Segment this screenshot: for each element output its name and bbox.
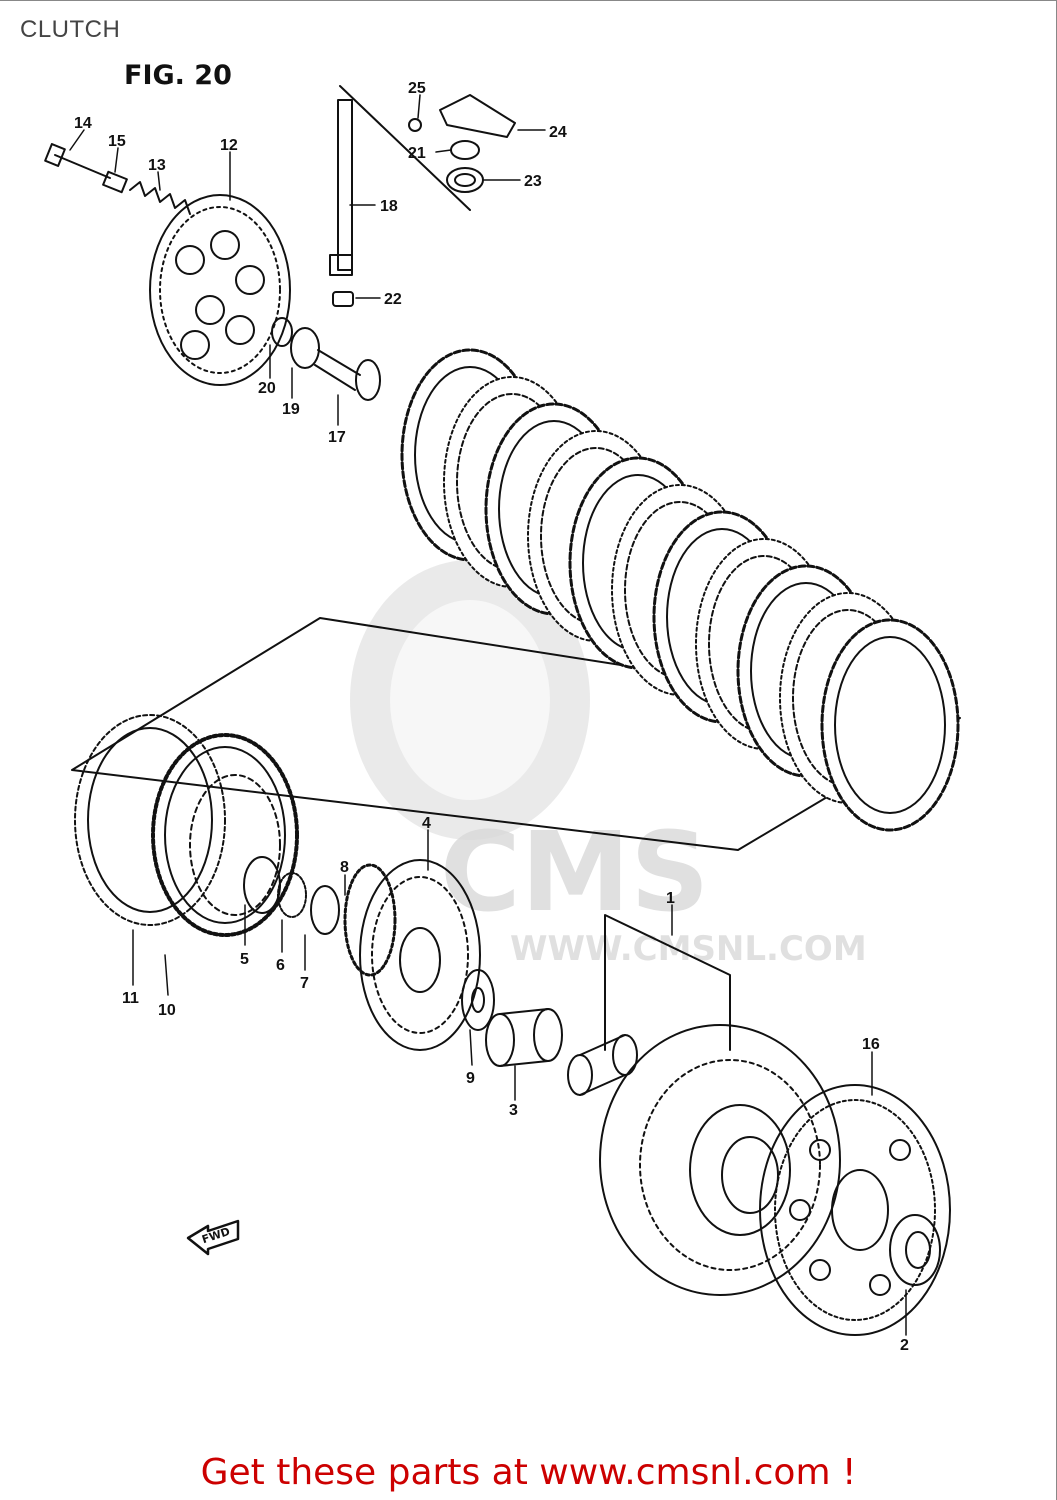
clutch-plate-stack bbox=[400, 348, 960, 832]
page-title: CLUTCH bbox=[20, 16, 121, 43]
callout-15: 15 bbox=[108, 133, 126, 150]
watermark-site: WWW.CMSNL.COM bbox=[510, 929, 867, 969]
callout-11: 11 bbox=[122, 990, 139, 1007]
callout-9: 9 bbox=[466, 1070, 475, 1087]
nut-washer-set bbox=[243, 856, 340, 935]
fwd-arrow: FWD bbox=[186, 1219, 240, 1256]
callout-17: 17 bbox=[328, 429, 346, 446]
clutch-plate-outer bbox=[820, 618, 960, 832]
release-lever-set bbox=[339, 85, 516, 211]
callout-1: 1 bbox=[666, 890, 675, 907]
callout-20: 20 bbox=[258, 380, 276, 397]
callout-16: 16 bbox=[862, 1036, 880, 1053]
callout-25: 25 bbox=[408, 80, 426, 97]
watermark-brand: CMS bbox=[440, 808, 709, 936]
callout-6: 6 bbox=[276, 957, 285, 974]
pushpiece-bearing-washer bbox=[271, 317, 381, 401]
callout-12: 12 bbox=[220, 137, 238, 154]
leader-lines bbox=[69, 94, 907, 1336]
callout-18: 18 bbox=[380, 198, 398, 215]
washer-9-bearing-3 bbox=[461, 969, 563, 1067]
starter-gear-16 bbox=[759, 1084, 951, 1336]
callout-7: 7 bbox=[300, 975, 309, 992]
watermark-logo: CMS WWW.CMSNL.COM bbox=[350, 560, 867, 969]
callout-21: 21 bbox=[408, 145, 426, 162]
figure-label: FIG. 20 bbox=[124, 60, 232, 91]
footer-parts-link[interactable]: Get these parts at www.cmsnl.com ! bbox=[200, 1452, 857, 1493]
callout-3: 3 bbox=[509, 1102, 518, 1119]
clutch-plate-inner bbox=[834, 636, 946, 814]
callout-8: 8 bbox=[340, 859, 349, 876]
bolt-spring-set bbox=[44, 143, 191, 215]
callout-22: 22 bbox=[384, 291, 402, 308]
pressure-plate-12 bbox=[149, 194, 291, 386]
part-number-callouts: 1 2 3 4 5 6 7 8 9 10 11 12 13 14 15 16 1… bbox=[74, 80, 909, 1354]
callout-14: 14 bbox=[74, 115, 92, 132]
callout-4: 4 bbox=[422, 815, 431, 832]
spacer-bush bbox=[567, 914, 731, 1096]
callout-5: 5 bbox=[240, 951, 249, 968]
callout-13: 13 bbox=[148, 157, 166, 174]
sleeve-hub-4 bbox=[343, 859, 481, 1051]
exploded-clutch-diagram: CMS WWW.CMSNL.COM bbox=[44, 80, 961, 1354]
callout-19: 19 bbox=[282, 401, 300, 418]
callout-24: 24 bbox=[549, 124, 567, 141]
callout-23: 23 bbox=[524, 173, 542, 190]
plate-stack-bracket bbox=[71, 617, 961, 851]
callout-10: 10 bbox=[158, 1002, 176, 1019]
primary-driven-gear-1 bbox=[599, 1024, 841, 1296]
push-rod-18 bbox=[329, 99, 354, 307]
frame-top-border bbox=[0, 0, 1057, 1]
callout-2: 2 bbox=[900, 1337, 909, 1354]
plates-10-11 bbox=[74, 714, 299, 937]
